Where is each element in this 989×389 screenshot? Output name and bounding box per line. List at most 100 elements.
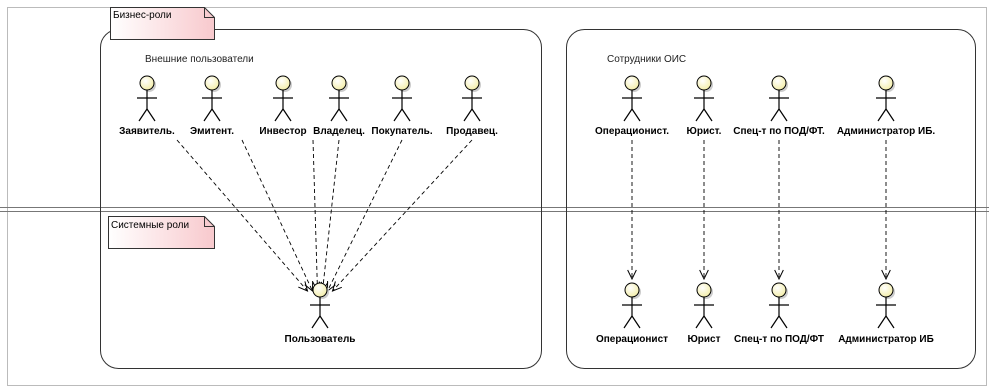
actor-leg-right [282, 108, 292, 122]
link-external-1 [176, 139, 309, 292]
actors: Заявитель. Эмитент. Инвестор Владелец. Покуп… [119, 75, 936, 345]
actor-leg-left [138, 108, 148, 122]
actor-label: Юрист [687, 334, 720, 345]
arrow-head-icon [331, 281, 342, 292]
diagram-frame [7, 7, 987, 386]
actor-head-icon [771, 282, 787, 298]
group-label-staff: Сотрудники ОИС [607, 54, 686, 65]
arrow-head-icon [627, 269, 637, 281]
actor-staff-system-2: Юрист [687, 282, 721, 345]
actor-leg-left [393, 108, 403, 122]
actor-leg-right [211, 108, 221, 122]
external-users-boundary [100, 29, 542, 369]
actor-head-icon [331, 75, 347, 91]
actor-leg-left [203, 108, 213, 122]
actor-leg-right [778, 315, 788, 329]
actor-head-icon [139, 75, 155, 91]
actor-external-3: Инвестор [259, 75, 307, 137]
actor-leg-left [770, 108, 780, 122]
actor-leg-right [338, 108, 348, 122]
actor-head-icon [204, 75, 220, 91]
actor-staff-system-3: Спец-т по ПОД/ФТ [734, 282, 824, 345]
actor-external-2: Эмитент. [190, 75, 234, 137]
actor-label: Владелец. [313, 126, 365, 137]
dependency-links [176, 139, 891, 293]
actor-label: Заявитель. [119, 126, 175, 137]
arrow-head-icon [298, 281, 309, 292]
actor-leg-right [885, 315, 895, 329]
arrow-head-icon [304, 280, 314, 293]
actor-label: Покупатель. [371, 126, 432, 137]
actor-leg-right [471, 108, 481, 122]
note-system-label: Системные роли [111, 220, 189, 231]
actor-leg-left [623, 315, 633, 329]
actor-label: Администратор ИБ. [837, 126, 936, 137]
actor-leg-right [146, 108, 156, 122]
actor-label: Спец-т по ПОД/ФТ [734, 334, 824, 345]
arrow-head-icon [881, 269, 891, 281]
actor-leg-left [695, 108, 705, 122]
actor-external-1: Заявитель. [119, 75, 175, 137]
arrow-head-icon [774, 269, 784, 281]
actor-label: Инвестор [259, 126, 306, 137]
actor-staff-business-4: Администратор ИБ. [837, 75, 936, 137]
actor-leg-left [877, 108, 887, 122]
actor-staff-system-4: Администратор ИБ [838, 282, 934, 345]
arrow-head-icon [699, 269, 709, 281]
actor-leg-left [463, 108, 473, 122]
actor-leg-left [330, 108, 340, 122]
actor-label: Администратор ИБ [838, 334, 934, 345]
actor-leg-left [311, 315, 321, 329]
link-external-2 [241, 139, 314, 293]
link-staff-1 [627, 140, 637, 281]
actor-staff-business-2: Юрист. [687, 75, 722, 137]
actor-label: Эмитент. [190, 126, 234, 137]
link-staff-4 [881, 140, 891, 281]
link-external-5 [326, 139, 403, 293]
actor-leg-left [877, 315, 887, 329]
actor-external-4: Владелец. [313, 75, 365, 137]
actor-user: Пользователь [285, 282, 356, 345]
actor-label: Операционист [596, 334, 668, 345]
actor-external-6: Продавец. [446, 75, 498, 137]
actor-head-icon [696, 282, 712, 298]
note-business-label: Бизнес-роли [113, 10, 171, 21]
actor-label: Операционист. [595, 126, 669, 137]
note-system-roles: Системные роли [108, 216, 215, 249]
actor-label: Спец-т по ПОД/ФТ. [733, 126, 825, 137]
actor-leg-right [319, 315, 329, 329]
actor-label: Продавец. [446, 126, 498, 137]
actor-head-icon [878, 282, 894, 298]
actor-head-icon [312, 282, 328, 298]
actor-leg-right [631, 315, 641, 329]
actor-head-icon [878, 75, 894, 91]
actor-head-icon [624, 75, 640, 91]
link-external-4 [318, 139, 340, 293]
actor-head-icon [394, 75, 410, 91]
actor-external-5: Покупатель. [371, 75, 433, 137]
actor-leg-right [703, 108, 713, 122]
actor-head-icon [696, 75, 712, 91]
actor-leg-right [703, 315, 713, 329]
note-business-roles: Бизнес-роли [110, 7, 215, 40]
actor-leg-left [274, 108, 284, 122]
actor-leg-right [885, 108, 895, 122]
actor-head-icon [275, 75, 291, 91]
staff-boundary [566, 29, 976, 369]
actor-label: Пользователь [285, 334, 356, 345]
actor-head-icon [771, 75, 787, 91]
actor-leg-left [695, 315, 705, 329]
actor-head-icon [624, 282, 640, 298]
link-external-3 [312, 139, 323, 293]
actor-leg-right [631, 108, 641, 122]
actor-leg-left [770, 315, 780, 329]
actor-leg-right [401, 108, 411, 122]
actor-staff-business-3: Спец-т по ПОД/ФТ. [733, 75, 825, 137]
actor-staff-business-1: Операционист. [595, 75, 669, 137]
actor-leg-left [623, 108, 633, 122]
actor-staff-system-1: Операционист [596, 282, 668, 345]
actor-head-icon [464, 75, 480, 91]
actor-label: Юрист. [687, 126, 722, 137]
link-staff-3 [774, 140, 784, 281]
